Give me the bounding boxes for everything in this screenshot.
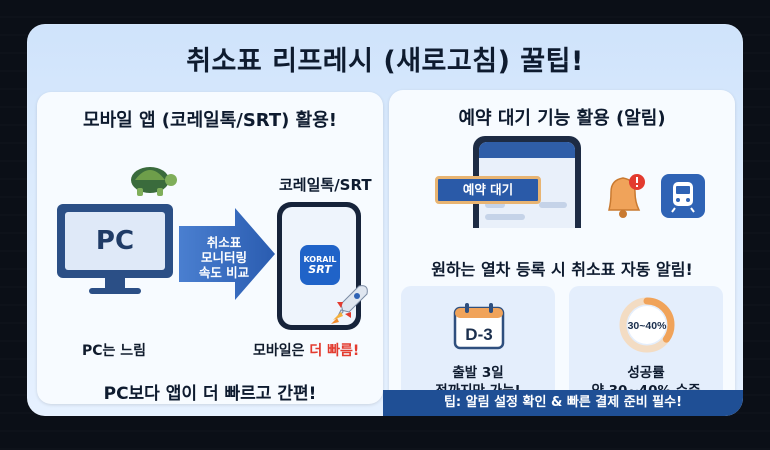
mobile-app-panel-title: 모바일 앱 (코레일톡/SRT) 활용! bbox=[83, 110, 337, 131]
success-rate-arc bbox=[619, 297, 675, 353]
calendar-icon: D-3 bbox=[453, 303, 505, 350]
deadline-line1: 출발 3일 bbox=[452, 365, 504, 381]
mobile-app-panel: 모바일 앱 (코레일톡/SRT) 활용! PC PC는 느림 bbox=[37, 92, 383, 404]
calendar-badge-text: D-3 bbox=[465, 325, 492, 344]
smartphone-icon: KORAIL SRT bbox=[277, 202, 361, 330]
korail-srt-app-logo: KORAIL SRT bbox=[300, 245, 340, 285]
tip-banner: 팁: 알림 설정 확인 & 빠른 결제 준비 필수! bbox=[383, 390, 743, 416]
app-name-label: 코레일톡/SRT bbox=[279, 176, 372, 194]
page-title: 취소표 리프레시 (새로고침) 꿀팁! bbox=[186, 46, 584, 77]
waitlist-panel-title: 예약 대기 기능 활용 (알림) bbox=[458, 108, 666, 129]
waitlist-panel: 예약 대기 기능 활용 (알림) 예약 대기 bbox=[389, 90, 735, 412]
success-rate-card: 30~40% 성공률 약 30~40% 수준 bbox=[569, 286, 723, 404]
success-rate-line1: 성공률 bbox=[627, 365, 665, 381]
rocket-icon bbox=[331, 285, 368, 324]
mobile-fast-caption: 모바일은 더 빠름! bbox=[253, 343, 360, 359]
arrow-right-icon bbox=[179, 208, 275, 300]
pc-slow-caption: PC는 느림 bbox=[82, 343, 147, 359]
speed-comparison-label: 취소표 모니터링 속도 비교 bbox=[198, 235, 250, 280]
bell-alert-icon bbox=[608, 174, 645, 218]
pc-monitor-icon: PC bbox=[57, 204, 173, 296]
app-faster-summary: PC보다 앱이 더 빠르고 간편! bbox=[103, 384, 317, 404]
success-rate-donut: 30~40% bbox=[619, 297, 675, 353]
auto-alert-description: 원하는 열차 등록 시 취소표 자동 알림! bbox=[431, 260, 693, 279]
deadline-card: D-3 출발 3일 전까지만 가능! bbox=[401, 286, 555, 404]
turtle-icon bbox=[131, 167, 177, 196]
train-icon bbox=[661, 174, 705, 218]
success-rate-badge: 30~40% bbox=[628, 320, 667, 332]
pc-label: PC bbox=[65, 212, 165, 270]
infographic-card: 취소표 리프레시 (새로고침) 꿀팁! 모바일 앱 (코레일톡/SRT) 활용!… bbox=[27, 24, 743, 416]
waitlist-button: 예약 대기 bbox=[435, 176, 541, 204]
